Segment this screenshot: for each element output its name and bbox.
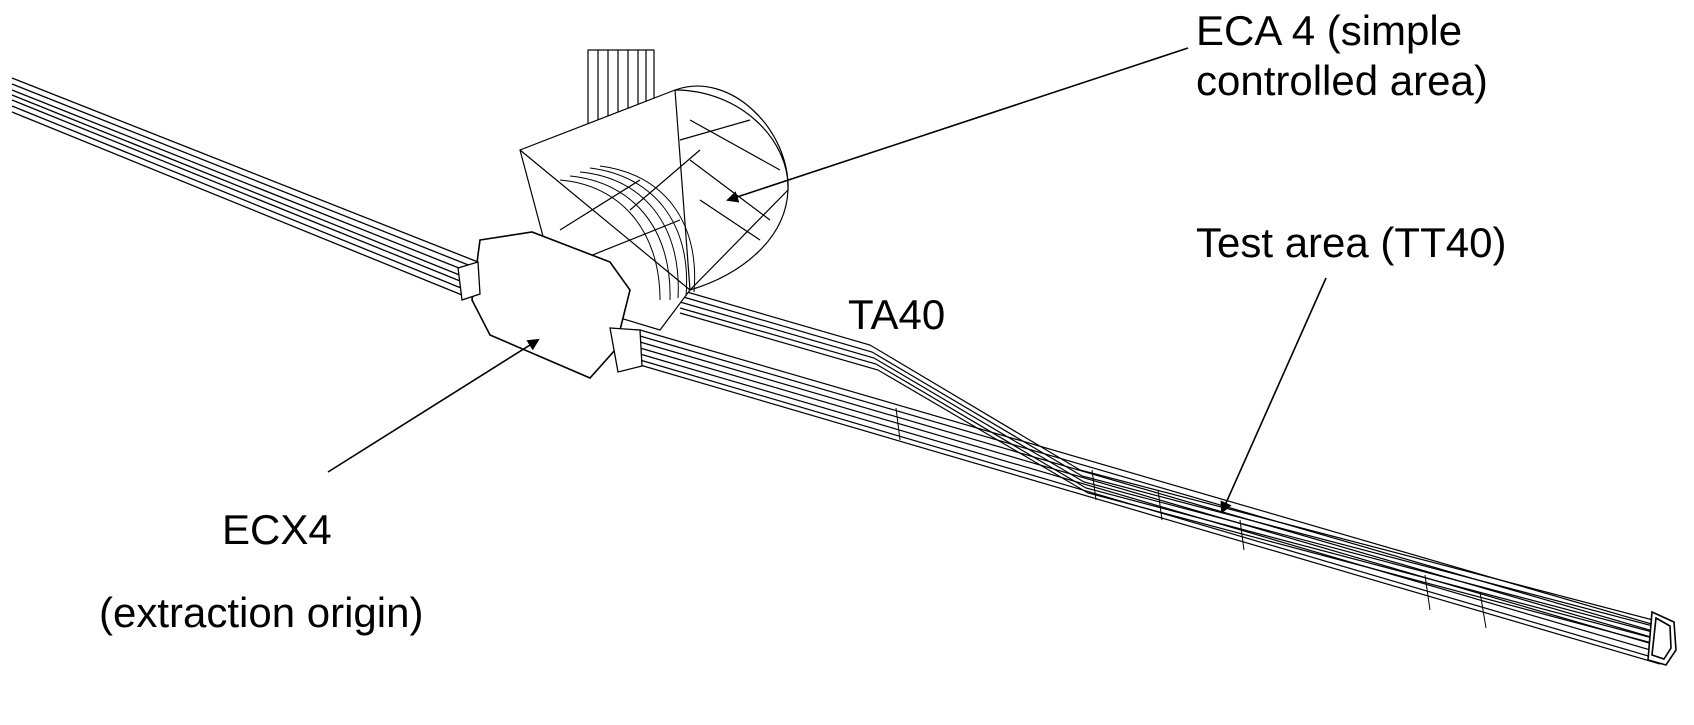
ecx4-label: ECX4 [222, 506, 332, 553]
ecx4-pointer-arrow [327, 338, 540, 473]
eca4-label: ECA 4 (simple controlled area) [1196, 6, 1488, 107]
eca4-pointer-arrow [726, 47, 1189, 203]
tunnel-segment-joints [895, 407, 1487, 629]
tt40-pointer-arrow [1220, 277, 1327, 514]
tt40-portal [609, 327, 643, 373]
cavern-ring-bands [559, 165, 696, 301]
ecx4-sublabel: (extraction origin) [99, 589, 424, 636]
tunnel-end-cap [1647, 610, 1677, 666]
ecx4-side-cap [457, 261, 481, 301]
upstream-tunnel [11, 77, 479, 296]
tt40-label: Test area (TT40) [1196, 219, 1507, 266]
ta40-label: TA40 [848, 291, 946, 338]
eca4-label-line2: controlled area) [1196, 57, 1488, 105]
eca4-label-line1: ECA 4 (simple [1196, 7, 1463, 54]
tt40-tunnel [639, 329, 1673, 665]
ta40-tunnel [679, 289, 1673, 645]
